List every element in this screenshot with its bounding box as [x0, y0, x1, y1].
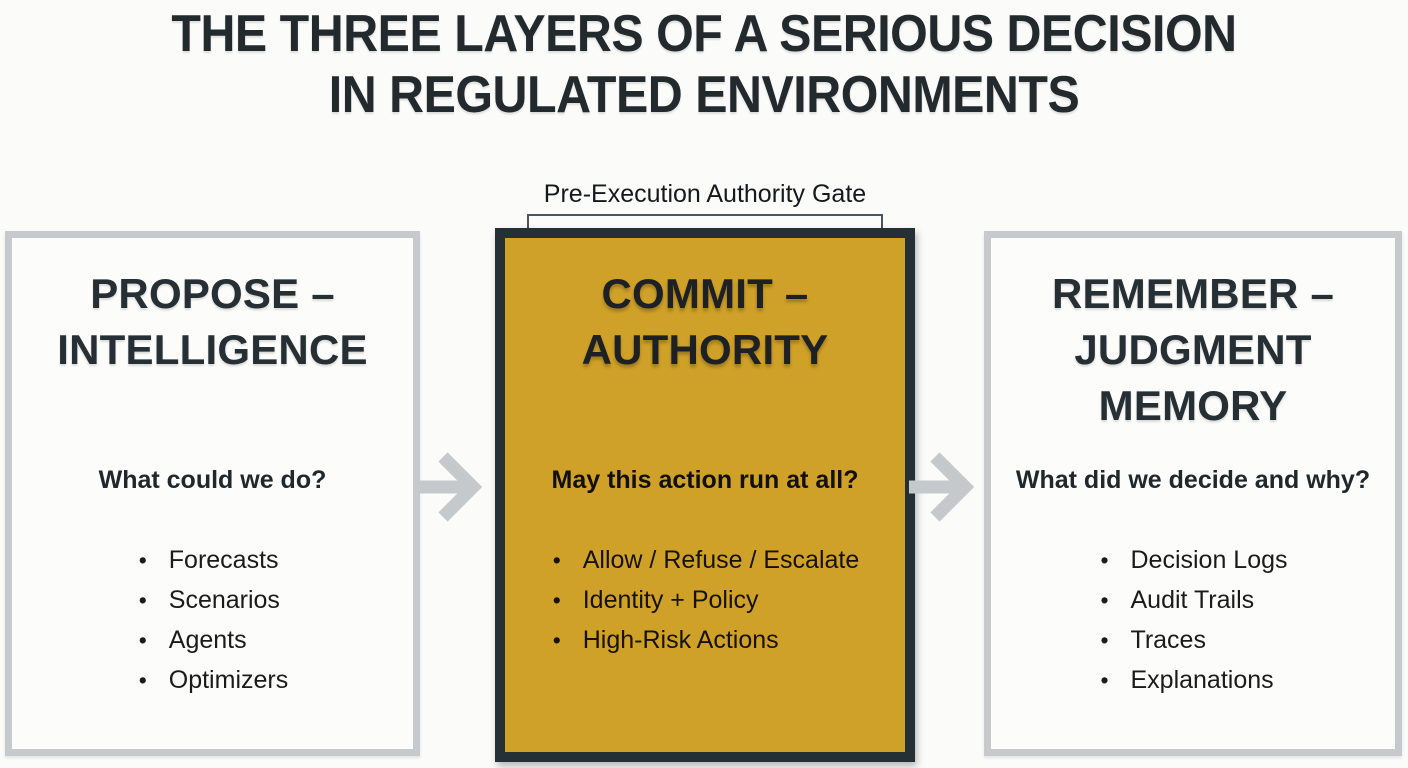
flow-arrow-icon — [417, 450, 499, 524]
bullet-item: Identity + Policy — [551, 580, 860, 620]
commit-bullet-list: Allow / Refuse / EscalateIdentity + Poli… — [505, 540, 905, 660]
remember-heading: REMEMBER – JUDGMENT MEMORY — [1051, 270, 1335, 429]
remember-question: What did we decide and why? — [1015, 466, 1371, 494]
bullet-item: Decision Logs — [1098, 540, 1287, 580]
propose-bullet-list: ForecastsScenariosAgentsOptimizers — [12, 540, 413, 700]
bullet-item: Forecasts — [137, 540, 288, 580]
commit-heading: COMMIT – AUTHORITY — [581, 270, 829, 373]
commit-box: COMMIT – AUTHORITY May this action run a… — [495, 228, 915, 762]
bullet-item: Traces — [1098, 620, 1287, 660]
bullet-item: Explanations — [1098, 660, 1287, 700]
bullet-item: Scenarios — [137, 580, 288, 620]
propose-box: PROPOSE – INTELLIGENCE What could we do?… — [5, 231, 420, 756]
bullet-item: Audit Trails — [1098, 580, 1287, 620]
gate-bracket — [527, 214, 883, 231]
page-title: THE THREE LAYERS OF A SERIOUS DECISION I… — [171, 5, 1237, 124]
bullet-item: Optimizers — [137, 660, 288, 700]
bullet-item: Allow / Refuse / Escalate — [551, 540, 860, 580]
propose-question: What could we do? — [98, 466, 327, 494]
propose-heading: PROPOSE – INTELLIGENCE — [57, 270, 368, 373]
commit-question: May this action run at all? — [551, 466, 859, 494]
remember-box: REMEMBER – JUDGMENT MEMORY What did we d… — [984, 231, 1402, 756]
remember-bullet-list: Decision LogsAudit TrailsTracesExplanati… — [991, 540, 1395, 700]
bullet-item: Agents — [137, 620, 288, 660]
flow-arrow-icon — [909, 450, 991, 524]
gate-label: Pre-Execution Authority Gate — [543, 180, 867, 208]
bullet-item: High-Risk Actions — [551, 620, 860, 660]
